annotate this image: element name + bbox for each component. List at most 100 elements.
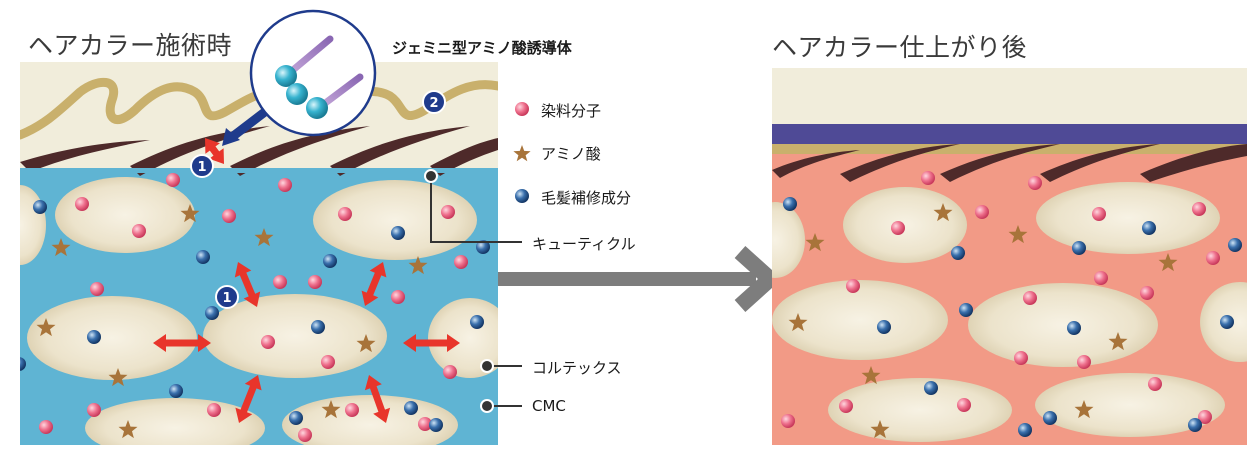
penetration-arrow [235, 375, 262, 423]
dye-molecule [891, 221, 905, 235]
dye-molecule [207, 403, 221, 417]
right-panel [772, 68, 1247, 445]
repair-molecule [1067, 321, 1081, 335]
particles-left [20, 173, 490, 442]
dye-molecule [1023, 291, 1037, 305]
cortex-cell [772, 202, 805, 278]
dye-molecule [441, 205, 455, 219]
cortex-callout: コルテックス [532, 359, 622, 377]
cortex-cell [772, 280, 948, 360]
amino-acid-star [861, 366, 881, 385]
repair-molecule [391, 226, 405, 240]
penetration-arrow [153, 334, 211, 352]
repair-molecule [1228, 238, 1242, 252]
step-marker-1-top: 1 [190, 154, 214, 178]
amino-acid-star [180, 204, 200, 223]
cuticle-top-right [772, 68, 1247, 124]
cortex-cell [843, 187, 967, 263]
transition-arrow [498, 246, 782, 312]
repair-molecule [1018, 423, 1032, 437]
amino-acid-star [254, 228, 274, 247]
left-panel [20, 62, 498, 445]
dye-molecule [278, 178, 292, 192]
blue-dot-icon [515, 189, 529, 203]
dye-molecule [321, 355, 335, 369]
dye-molecule [345, 403, 359, 417]
dye-molecule [781, 414, 795, 428]
cortex-cells-right [772, 182, 1247, 442]
svg-text:1: 1 [197, 160, 206, 175]
cortex-cell [313, 180, 477, 260]
red-arrows-left [153, 138, 460, 423]
repair-molecule [1220, 315, 1234, 329]
repair-molecule [470, 315, 484, 329]
amino-acid-star [933, 203, 953, 222]
repair-molecule [404, 401, 418, 415]
dye-molecule [1198, 410, 1212, 424]
repair-molecule [951, 246, 965, 260]
amino-acid-star [1074, 400, 1094, 419]
dye-molecule [975, 205, 989, 219]
dye-molecule [454, 255, 468, 269]
dye-molecule [921, 171, 935, 185]
dye-molecule [1140, 286, 1154, 300]
repair-molecule [476, 240, 490, 254]
dye-molecule [418, 417, 432, 431]
penetration-arrow [361, 262, 387, 306]
brown-star-icon [513, 145, 531, 162]
dye-molecule [1092, 207, 1106, 221]
cortex-cell [1036, 182, 1220, 254]
repair-molecule [429, 418, 443, 432]
dye-molecule [957, 398, 971, 412]
repair-molecule [311, 320, 325, 334]
inset-label: ジェミニ型アミノ酸誘導体 [392, 39, 572, 57]
amino-acid-star [356, 334, 376, 353]
dye-molecule [39, 420, 53, 434]
repair-molecule [33, 200, 47, 214]
amino-acid-star [108, 368, 128, 387]
dye-molecule [166, 173, 180, 187]
legend-amino-label: アミノ酸 [541, 145, 601, 163]
leader-dots [424, 169, 494, 413]
cortex-cell [55, 177, 195, 253]
amino-acid-star [1008, 225, 1028, 244]
dye-molecule [338, 207, 352, 221]
repair-molecule [783, 197, 797, 211]
cortex-cells-left [20, 177, 498, 445]
dye-molecule [75, 197, 89, 211]
dye-molecule [90, 282, 104, 296]
dye-molecule [443, 365, 457, 379]
dye-molecule [1094, 271, 1108, 285]
repair-molecule [1043, 411, 1057, 425]
amino-acid-star [1108, 332, 1128, 351]
right-title: ヘアカラー仕上がり後 [772, 33, 1028, 62]
dye-molecule [391, 290, 405, 304]
cortex-cell [968, 283, 1158, 367]
cortex-cell [27, 296, 197, 380]
dye-molecule [132, 224, 146, 238]
dye-molecule [308, 275, 322, 289]
dye-molecule [1077, 355, 1091, 369]
repair-molecule [196, 250, 210, 264]
inset-magnifier [249, 9, 377, 137]
legend-repair-label: 毛髪補修成分 [541, 189, 632, 207]
cmc-callout: CMC [532, 397, 566, 415]
dye-molecule [1192, 202, 1206, 216]
step-marker-2: 2 [422, 90, 446, 114]
cuticle-callout: キューティクル [532, 235, 636, 253]
pink-dot-icon [515, 102, 529, 116]
dye-molecule [87, 403, 101, 417]
dye-molecule [261, 335, 275, 349]
svg-text:1: 1 [222, 291, 231, 306]
repair-molecule [1188, 418, 1202, 432]
coating-layer [772, 124, 1247, 144]
cmc-gap-top [20, 168, 498, 173]
penetration-arrow [403, 334, 460, 352]
svg-text:2: 2 [429, 96, 438, 111]
inset-pointer-arrow [229, 104, 273, 141]
step-marker-1-mid: 1 [215, 285, 239, 309]
amino-acid-star [1158, 253, 1178, 272]
repair-molecule [924, 381, 938, 395]
amino-acid-star [321, 400, 341, 419]
